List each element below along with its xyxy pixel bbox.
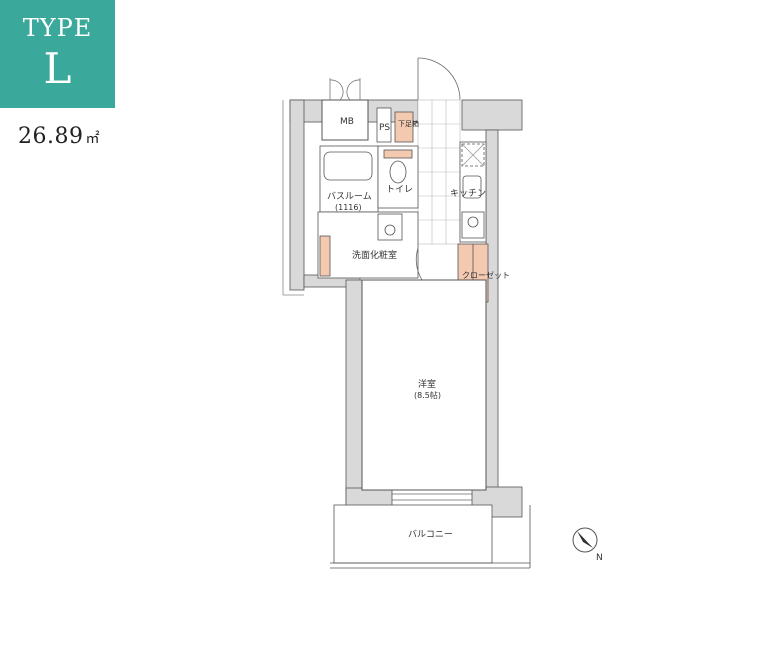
- label-balcony: バルコニー: [408, 529, 453, 540]
- floor-area-value: 26.89: [18, 124, 84, 149]
- label-bathroom: バスルーム: [327, 191, 372, 202]
- label-washroom: 洗面化粧室: [352, 249, 397, 261]
- mb-room: [321, 78, 369, 141]
- kitchen: [459, 141, 487, 243]
- label-bathroom-size: (1116): [335, 203, 362, 212]
- wall-right: [485, 129, 499, 511]
- wall-room-left: [345, 279, 363, 506]
- wall-room-bottom-left: [345, 487, 393, 507]
- window: [392, 493, 472, 501]
- western-room: [361, 279, 487, 491]
- label-closet: クローゼット: [462, 270, 510, 280]
- compass-label: N: [596, 553, 603, 563]
- washroom: [317, 211, 419, 279]
- entrance-door: [417, 57, 461, 101]
- label-kitchen: キッチン: [450, 188, 486, 199]
- type-letter: L: [43, 44, 72, 93]
- exterior-lines: [282, 100, 304, 296]
- label-ps: PS: [379, 123, 390, 133]
- type-word: TYPE: [22, 14, 93, 42]
- label-shoe-storage: 下足箱: [398, 119, 419, 128]
- wall-top-right: [461, 99, 523, 131]
- toilet: [377, 145, 419, 209]
- label-toilet: トイレ: [386, 185, 413, 195]
- label-western-room: 洋室: [418, 378, 436, 390]
- compass: [572, 527, 598, 553]
- wall-left: [289, 99, 305, 291]
- entrance-tiles: [417, 99, 461, 245]
- type-badge: TYPE L: [0, 0, 115, 108]
- floor-area-unit: ㎡: [85, 131, 100, 147]
- balcony: [330, 504, 531, 569]
- ps-box: [376, 107, 392, 143]
- label-mb: MB: [340, 117, 354, 127]
- label-western-room-size: (8.5帖): [414, 390, 441, 400]
- shoe-storage-box: [394, 111, 414, 143]
